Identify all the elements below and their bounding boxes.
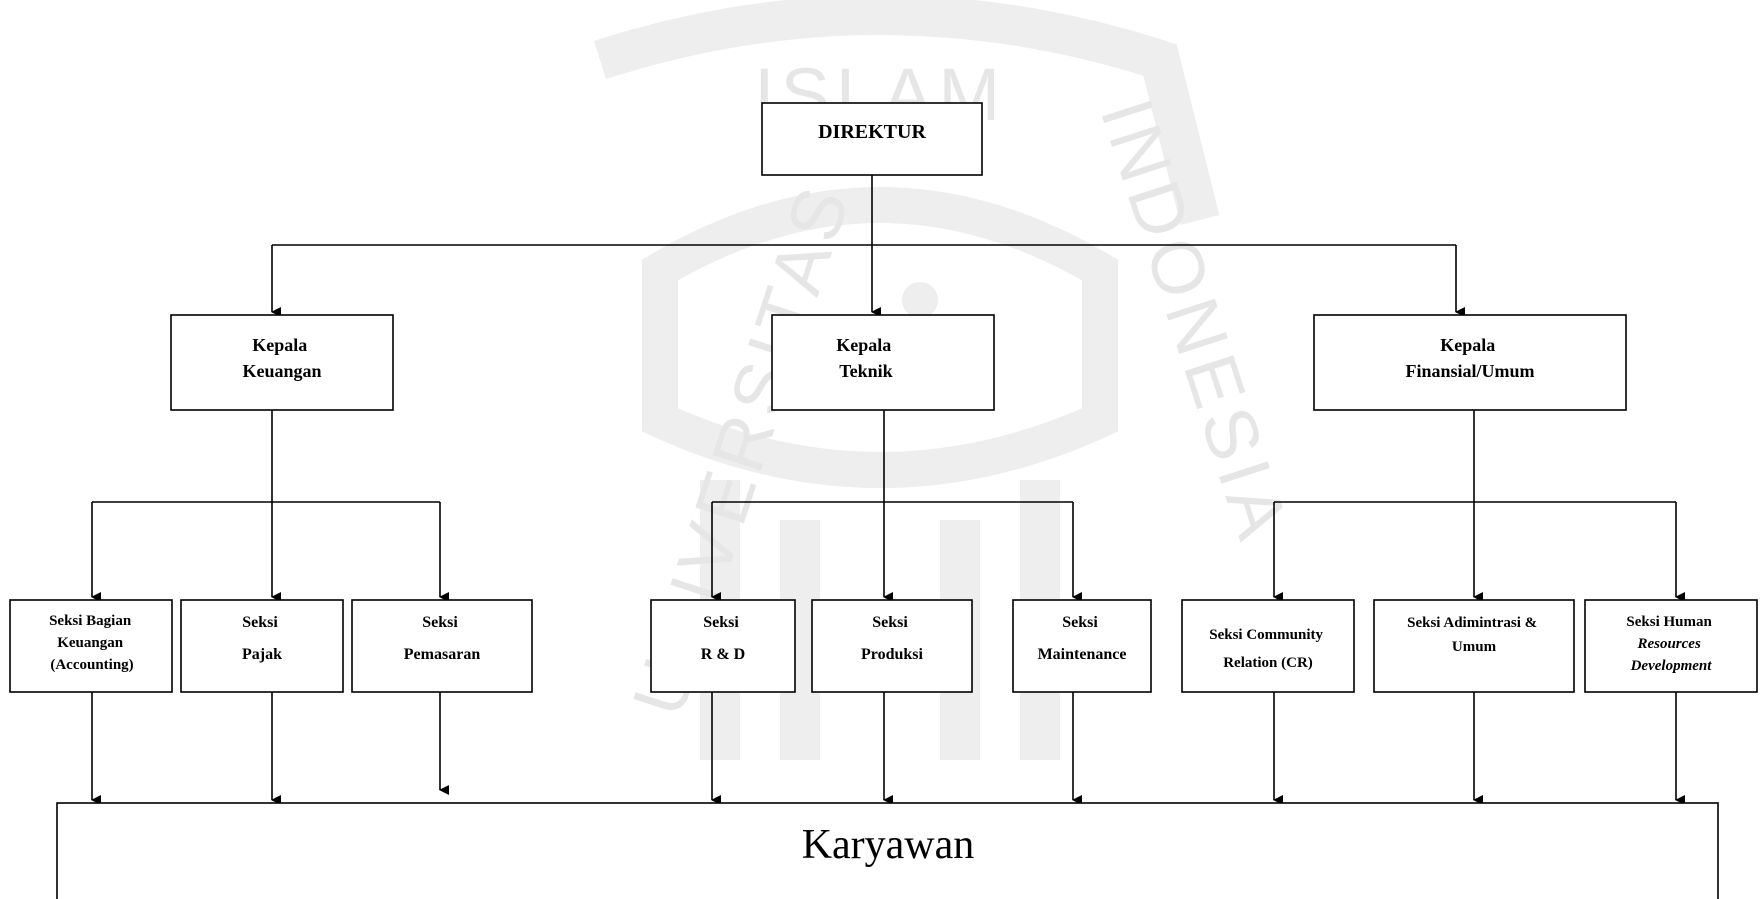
watermark-dot bbox=[902, 282, 938, 318]
node-seksi-maintenance-line-2: Maintenance bbox=[1038, 646, 1127, 663]
node-seksi-produksi-line-2: Produksi bbox=[861, 646, 924, 663]
node-seksi-produksi-line-1: Seksi bbox=[872, 614, 908, 631]
svg-text:Seksi Pajak: Seksi Pajak bbox=[242, 614, 282, 663]
node-kepala-keuangan-line-1: Kepala bbox=[252, 335, 307, 355]
node-seksi-maintenance: Seksi Maintenance bbox=[1012, 599, 1152, 693]
node-seksi-pemasaran: Seksi Pemasaran bbox=[351, 599, 533, 693]
node-seksi-bagian-keuangan: Seksi Bagian Keuangan (Accounting) bbox=[9, 599, 173, 693]
svg-text:Kepala Keuangan: Kepala Keuangan bbox=[242, 335, 321, 381]
svg-text:Kepala Teknik: Kepala Teknik bbox=[836, 335, 896, 381]
node-seksi-cr-line-2: Relation (CR) bbox=[1223, 655, 1313, 671]
node-seksi-adm-line-1: Seksi Adimintrasi & bbox=[1407, 615, 1537, 631]
svg-text:Seksi Bagian Keuangan: Seksi Bagian Keuangan (Accounting) bbox=[49, 613, 135, 673]
node-seksi-maintenance-line-1: Seksi bbox=[1062, 614, 1098, 631]
node-kepala-finansial-line-1: Kepala bbox=[1440, 335, 1495, 355]
svg-text:Kepala Finansial/Umum: Kepala Finansial/Umum bbox=[1405, 335, 1534, 381]
node-kepala-finansial-line-2: Finansial/Umum bbox=[1405, 361, 1534, 381]
node-seksi-pajak: Seksi Pajak bbox=[180, 599, 344, 693]
node-kepala-finansial: Kepala Finansial/Umum bbox=[1313, 314, 1627, 411]
watermark-emblem bbox=[642, 187, 1118, 488]
node-kepala-keuangan-line-2: Keuangan bbox=[242, 361, 321, 381]
node-seksi-pemasaran-line-2: Pemasaran bbox=[404, 646, 481, 663]
node-seksi-hrd-line-3: Development bbox=[1630, 658, 1713, 674]
node-seksi-rd-line-2: R & D bbox=[701, 646, 745, 663]
node-seksi-hrd: Seksi Human Resources Development bbox=[1584, 599, 1758, 693]
svg-text:Seksi R & D: Seksi R & D bbox=[701, 614, 745, 663]
node-karyawan: Karyawan bbox=[56, 802, 1719, 899]
node-seksi-rd-line-1: Seksi bbox=[703, 614, 739, 631]
svg-text:Seksi Human Resources: Seksi Human Resources Development bbox=[1626, 614, 1715, 674]
svg-text:Seksi Maintenance: Seksi Maintenance bbox=[1038, 614, 1127, 663]
node-seksi-adm-line-2: Umum bbox=[1452, 639, 1497, 655]
connectors bbox=[91, 175, 1685, 805]
node-kepala-keuangan: Kepala Keuangan bbox=[170, 314, 394, 411]
node-seksi-adm: Seksi Adimintrasi & Umum bbox=[1373, 599, 1575, 693]
nodes: DIREKTUR Kepala Keuangan Kepala Teknik K… bbox=[9, 102, 1758, 899]
node-seksi-pajak-line-2: Pajak bbox=[242, 646, 282, 663]
node-seksi-cr-line-1: Seksi Community bbox=[1209, 627, 1323, 643]
node-seksi-hrd-line-1: Seksi Human bbox=[1626, 614, 1712, 630]
node-direktur-line-1: DIREKTUR bbox=[818, 121, 926, 143]
watermark-arc bbox=[593, 0, 1220, 225]
node-karyawan-line-1: Karyawan bbox=[802, 822, 975, 868]
node-seksi-bagian-keuangan-line-3: (Accounting) bbox=[50, 657, 133, 673]
node-seksi-bagian-keuangan-line-1: Seksi Bagian bbox=[49, 613, 132, 629]
svg-text:Karyawan: Karyawan bbox=[802, 822, 975, 868]
node-kepala-teknik-line-1: Kepala bbox=[836, 335, 891, 355]
node-kepala-teknik-line-2: Teknik bbox=[839, 361, 892, 381]
svg-text:Seksi Adimintrasi & Um: Seksi Adimintrasi & Umum bbox=[1407, 615, 1541, 655]
node-seksi-pajak-line-1: Seksi bbox=[242, 614, 278, 631]
node-seksi-bagian-keuangan-line-2: Keuangan bbox=[57, 635, 124, 651]
node-seksi-rd: Seksi R & D bbox=[650, 599, 796, 693]
node-seksi-pemasaran-line-1: Seksi bbox=[422, 614, 458, 631]
node-seksi-hrd-line-2: Resources bbox=[1636, 636, 1700, 652]
svg-text:Seksi Produksi: Seksi Produksi bbox=[861, 614, 924, 663]
svg-text:Seksi Pemasaran: Seksi Pemasaran bbox=[404, 614, 481, 663]
node-direktur: DIREKTUR bbox=[761, 102, 983, 176]
svg-text:DIREKTUR: DIREKTUR bbox=[818, 121, 926, 143]
node-seksi-cr: Seksi Community Relation (CR) bbox=[1181, 599, 1355, 693]
node-seksi-produksi: Seksi Produksi bbox=[811, 599, 973, 693]
svg-text:Seksi Community Relati: Seksi Community Relation (CR) bbox=[1209, 627, 1327, 671]
node-kepala-teknik: Kepala Teknik bbox=[771, 314, 995, 411]
